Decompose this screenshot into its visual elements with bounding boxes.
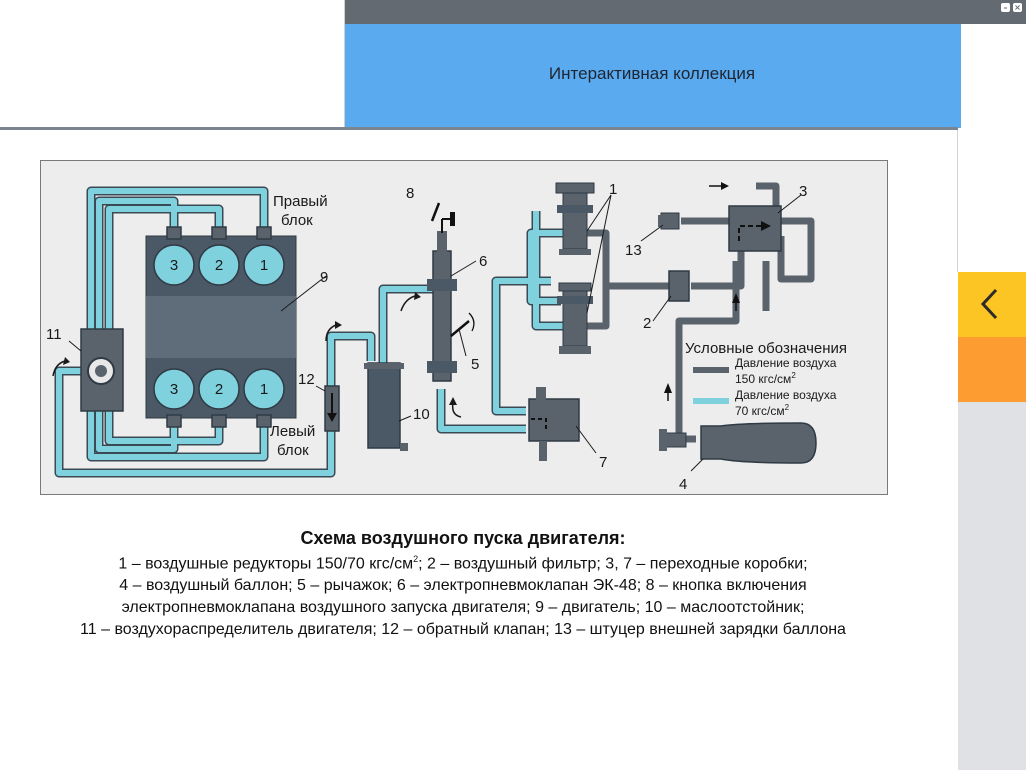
page-title: Интерактивная коллекция: [548, 64, 756, 83]
junction-box-7: [528, 398, 580, 442]
label-8: 8: [406, 185, 414, 202]
label-7: 7: [599, 454, 607, 471]
svg-text:70 кгс/см2: 70 кгс/см2: [735, 403, 790, 418]
header-bar: Интерактивная коллекция: [345, 24, 959, 128]
logo-area: [0, 0, 345, 127]
label-11: 11: [46, 326, 62, 343]
right-panel: [958, 402, 1026, 770]
legend-title: Условные обозначения: [685, 340, 847, 357]
panel-border: [957, 130, 958, 272]
label-12: 12: [298, 371, 315, 388]
legend-high-2: 150 кгс/см: [735, 372, 791, 386]
caption-line-4: 11 – воздухораспределитель двигателя; 12…: [80, 621, 846, 638]
label-13: 13: [625, 242, 642, 259]
minimize-icon[interactable]: –: [1001, 3, 1010, 12]
caption-line-1: 1 – воздушные редукторы 150/70 кгс/см2; …: [118, 554, 808, 573]
label-9: 9: [320, 269, 328, 286]
oil-trap: [367, 362, 401, 449]
caption-title: Схема воздушного пуска двигателя:: [300, 528, 626, 548]
cylinder-bottom: [243, 368, 285, 410]
air-cylinder: [700, 422, 817, 464]
label-1: 1: [609, 181, 617, 198]
left-block-label: блок: [277, 442, 309, 459]
caption-line-3: электропневмоклапана воздушного запуска …: [121, 599, 805, 616]
diagram-svg: 3 2 1 3 2 1: [46, 181, 847, 493]
charging-fitting: [660, 212, 680, 230]
close-icon[interactable]: ×: [1013, 3, 1022, 12]
cyl-label: 3: [170, 381, 178, 398]
side-blank: [961, 24, 1026, 272]
legend: Условные обозначения Давление воздуха 15…: [685, 340, 847, 418]
header-divider: [0, 127, 958, 130]
cyl-label: 1: [260, 257, 268, 274]
nav-orange-block: [958, 337, 1026, 402]
cylinder-top: [198, 244, 240, 286]
label-5: 5: [471, 356, 479, 373]
cyl-label: 3: [170, 257, 178, 274]
legend-low-2: 70 кгс/см: [735, 404, 785, 418]
legend-low-1: Давление воздуха: [735, 388, 837, 402]
cyl-label: 2: [215, 257, 223, 274]
cylinder-top: [243, 244, 285, 286]
header-side-stripe: [957, 24, 961, 128]
label-10: 10: [413, 406, 430, 423]
chevron-left-icon: [980, 288, 998, 320]
right-block-label: Правый: [273, 193, 328, 210]
component-numbers: 1 2 3 4 5 6 7 8 9 10 11 12 13: [46, 181, 807, 493]
legend-high-1: Давление воздуха: [735, 356, 837, 370]
cylinder-top: [153, 244, 195, 286]
back-button[interactable]: [958, 272, 1026, 337]
caption-line-2: 4 – воздушный баллон; 5 – рычажок; 6 – э…: [119, 577, 807, 594]
label-4: 4: [679, 476, 687, 493]
window-titlebar: – ×: [345, 0, 1026, 24]
cylinder-bottom: [198, 368, 240, 410]
cyl-label: 1: [260, 381, 268, 398]
label-2: 2: [643, 315, 651, 332]
cyl-label: 2: [215, 381, 223, 398]
right-block-label: блок: [281, 212, 313, 229]
junction-box-3: [728, 205, 782, 252]
air-start-diagram: 3 2 1 3 2 1: [40, 160, 888, 495]
air-reducers: [555, 182, 595, 354]
label-6: 6: [479, 253, 487, 270]
air-filter: [668, 270, 690, 302]
cylinder-bottom: [153, 368, 195, 410]
svg-text:150 кгс/см2: 150 кгс/см2: [735, 371, 796, 386]
label-3: 3: [799, 183, 807, 200]
left-block-label: Левый: [270, 423, 315, 440]
